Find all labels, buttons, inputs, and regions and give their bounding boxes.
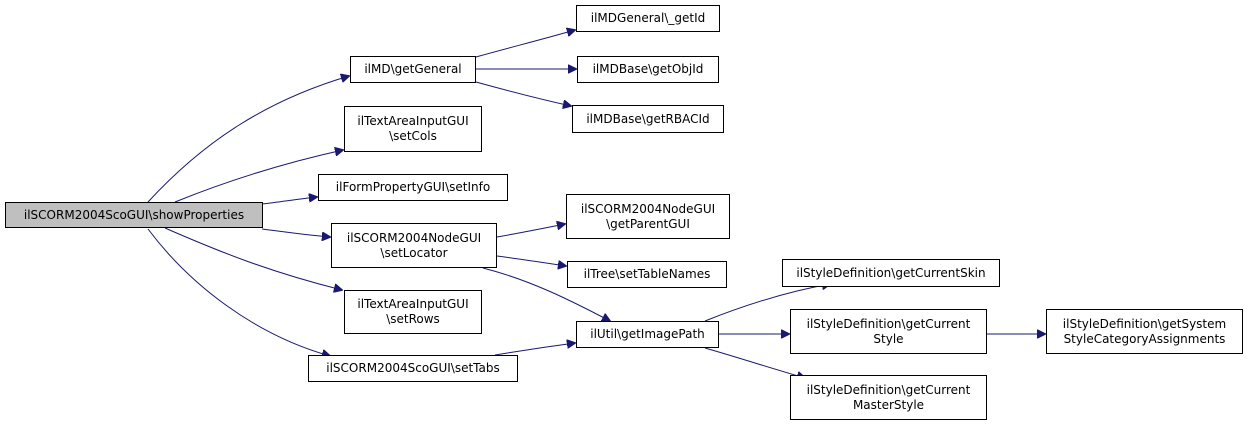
node-label-line: ilSCORM2004ScoGUI\setTabs bbox=[326, 361, 500, 375]
node-label-line: ilUtil\getImagePath bbox=[590, 327, 705, 341]
node-label-line: ilStyleDefinition\getCurrent bbox=[806, 316, 971, 331]
node-getId[interactable]: ilMDGeneral\_getId bbox=[576, 5, 720, 32]
node-setTabs[interactable]: ilSCORM2004ScoGUI\setTabs bbox=[308, 355, 518, 382]
edge-setLocator-to-setTableNames bbox=[496, 255, 566, 266]
node-getRBACId[interactable]: ilMDBase\getRBACId bbox=[572, 105, 724, 133]
edge-setLocator-to-getImagePath bbox=[482, 267, 610, 321]
node-label-line: ilMDGeneral\_getId bbox=[590, 11, 706, 25]
node-label-line: MasterStyle bbox=[852, 397, 925, 412]
edge-setTabs-to-getImagePath bbox=[494, 343, 575, 356]
node-getParentGUI[interactable]: ilSCORM2004NodeGUI\getParentGUI bbox=[566, 194, 730, 239]
node-label-line: \setLocator bbox=[380, 245, 448, 260]
node-getCurrentSkin[interactable]: ilStyleDefinition\getCurrentSkin bbox=[782, 259, 1000, 287]
node-label-line: \setRows bbox=[386, 312, 440, 326]
edge-root-to-getGeneral bbox=[147, 76, 349, 203]
node-label-line: ilSCORM2004ScoGUI\showProperties bbox=[23, 207, 245, 222]
node-label-line: ilStyleDefinition\getCurrentSkin bbox=[796, 265, 986, 280]
node-label-line: ilSCORM2004NodeGUI bbox=[580, 201, 716, 216]
node-setRows[interactable]: ilTextAreaInputGUI\setRows bbox=[344, 290, 482, 334]
node-label-line: ilMDBase\getRBACId bbox=[586, 111, 710, 126]
edge-getGeneral-to-getId bbox=[475, 30, 575, 58]
node-setCols[interactable]: ilTextAreaInputGUI\setCols bbox=[344, 106, 482, 152]
edge-getImagePath-to-getCurrentMasterStyle bbox=[704, 347, 805, 378]
edge-root-to-setCols bbox=[174, 150, 343, 203]
node-setTableNames[interactable]: ilTree\setTableNames bbox=[567, 261, 727, 288]
node-setInfo[interactable]: ilFormPropertyGUI\setInfo bbox=[318, 174, 508, 201]
node-root[interactable]: ilSCORM2004ScoGUI\showProperties bbox=[5, 202, 263, 228]
node-getObjId[interactable]: ilMDBase\getObjId bbox=[577, 56, 719, 83]
node-label-line: ilTextAreaInputGUI bbox=[357, 114, 469, 128]
node-label-line: ilFormPropertyGUI\setInfo bbox=[335, 180, 491, 194]
node-label-line: ilTree\setTableNames bbox=[583, 267, 711, 281]
node-label-line: ilMD\getGeneral bbox=[364, 62, 462, 76]
edge-root-to-setInfo bbox=[261, 197, 317, 205]
edge-root-to-setLocator bbox=[261, 228, 330, 237]
node-label-line: Style bbox=[873, 331, 904, 346]
edge-setLocator-to-getParentGUI bbox=[496, 224, 565, 238]
node-label-line: StyleCategoryAssignments bbox=[1063, 331, 1226, 346]
node-setLocator[interactable]: ilSCORM2004NodeGUI\setLocator bbox=[331, 223, 497, 268]
node-getGeneral[interactable]: ilMD\getGeneral bbox=[350, 56, 476, 83]
node-label-line: \getParentGUI bbox=[606, 216, 690, 231]
node-label-line: \setCols bbox=[389, 129, 437, 143]
node-label-line: ilMDBase\getObjId bbox=[592, 62, 704, 76]
node-label-line: ilTextAreaInputGUI bbox=[357, 297, 469, 311]
node-label-line: ilStyleDefinition\getSystem bbox=[1062, 316, 1227, 331]
node-label-line: ilStyleDefinition\getCurrent bbox=[806, 382, 971, 397]
edge-root-to-setTabs bbox=[147, 228, 330, 356]
node-getImagePath[interactable]: ilUtil\getImagePath bbox=[576, 321, 719, 348]
node-label-line: ilSCORM2004NodeGUI bbox=[346, 230, 482, 245]
edge-getGeneral-to-getRBACId bbox=[475, 81, 571, 106]
edge-root-to-setRows bbox=[164, 227, 342, 290]
